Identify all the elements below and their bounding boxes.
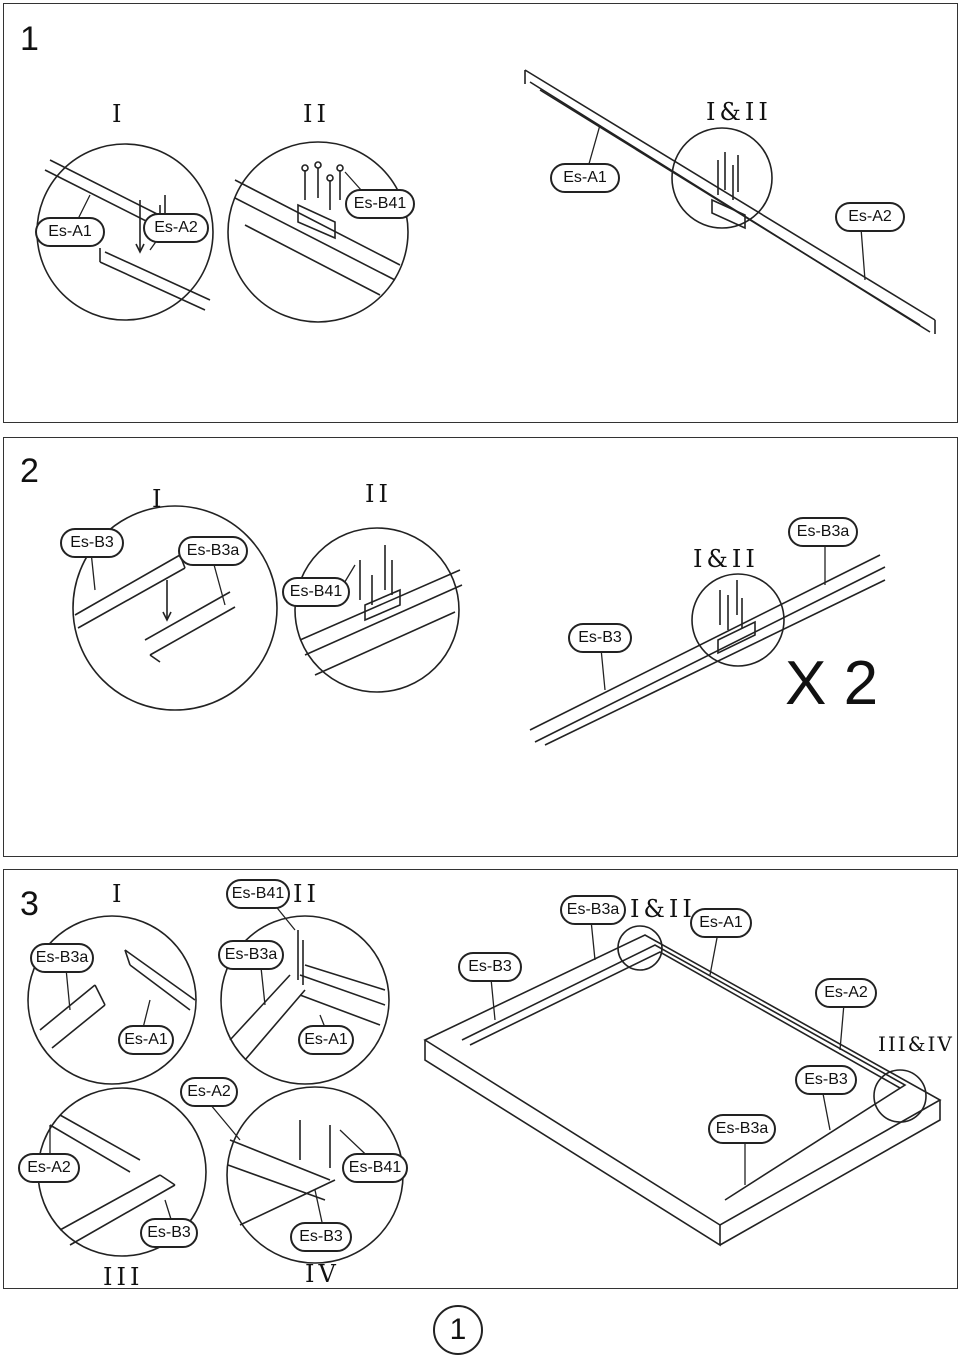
step-2-detail-ii-circle bbox=[294, 527, 463, 693]
step-3-frame-assembly bbox=[423, 925, 942, 1247]
step-3-detail-ii-circle bbox=[220, 915, 390, 1085]
step-1-heading-ii: II bbox=[303, 100, 330, 128]
step-1-detail-ii-circle bbox=[227, 141, 409, 323]
callout-es-a1: Es-A1 bbox=[690, 908, 752, 938]
callout-es-a2: Es-A2 bbox=[143, 213, 209, 243]
step-3-heading-i-ii: I&II bbox=[630, 895, 696, 923]
callout-es-b3a: Es-B3a bbox=[178, 536, 248, 566]
callout-leader-lines bbox=[49, 124, 866, 1237]
callout-es-b3a: Es-B3a bbox=[788, 517, 858, 547]
step-2-heading-i: I bbox=[152, 485, 166, 513]
callout-es-a1: Es-A1 bbox=[298, 1025, 354, 1055]
step-3-heading-i: I bbox=[112, 880, 126, 908]
callout-es-b3: Es-B3 bbox=[290, 1222, 352, 1252]
callout-es-b41: Es-B41 bbox=[342, 1153, 408, 1183]
callout-es-b41: Es-B41 bbox=[282, 577, 350, 607]
step-1-number: 1 bbox=[20, 20, 39, 58]
callout-es-b41: Es-B41 bbox=[226, 879, 290, 909]
step-2-heading-i-ii: I&II bbox=[693, 545, 759, 573]
quantity-multiplier: X 2 bbox=[785, 649, 879, 718]
step-1-heading-i: I bbox=[112, 100, 126, 128]
step-2-detail-i-circle bbox=[72, 505, 278, 711]
callout-es-b3: Es-B3 bbox=[60, 528, 124, 558]
callout-es-b3: Es-B3 bbox=[140, 1218, 198, 1248]
step-1-heading-i-ii: I&II bbox=[706, 98, 772, 126]
callout-es-b3a: Es-B3a bbox=[30, 943, 94, 973]
callout-es-b3a: Es-B3a bbox=[560, 895, 626, 925]
callout-es-b3: Es-B3 bbox=[568, 623, 632, 653]
callout-es-a1: Es-A1 bbox=[550, 163, 620, 193]
step-3-heading-iii-iv: III&IV bbox=[878, 1032, 954, 1056]
callout-es-a2: Es-A2 bbox=[835, 202, 905, 232]
callout-es-a1: Es-A1 bbox=[35, 217, 105, 247]
callout-es-b3: Es-B3 bbox=[458, 952, 522, 982]
callout-es-b3a: Es-B3a bbox=[218, 940, 284, 970]
callout-es-a2: Es-A2 bbox=[815, 978, 877, 1008]
step-2-number: 2 bbox=[20, 452, 39, 490]
step-3-heading-iv: IV bbox=[305, 1260, 340, 1288]
callout-es-b41: Es-B41 bbox=[345, 189, 415, 219]
step-3-number: 3 bbox=[20, 885, 39, 923]
callout-es-a2: Es-A2 bbox=[18, 1153, 80, 1183]
step-3-heading-ii: II bbox=[293, 880, 320, 908]
step-3-detail-i-circle bbox=[27, 915, 197, 1085]
step-2-rail-assembly bbox=[529, 554, 886, 746]
callout-es-a1: Es-A1 bbox=[118, 1025, 174, 1055]
step-2-heading-ii: II bbox=[365, 480, 392, 508]
callout-es-b3: Es-B3 bbox=[795, 1065, 857, 1095]
callout-es-a2: Es-A2 bbox=[180, 1077, 238, 1107]
page-number: 1 bbox=[433, 1305, 483, 1355]
step-1-rail-assembly bbox=[524, 69, 936, 334]
callout-es-b3a: Es-B3a bbox=[708, 1114, 776, 1144]
step-3-heading-iii: III bbox=[103, 1263, 144, 1291]
